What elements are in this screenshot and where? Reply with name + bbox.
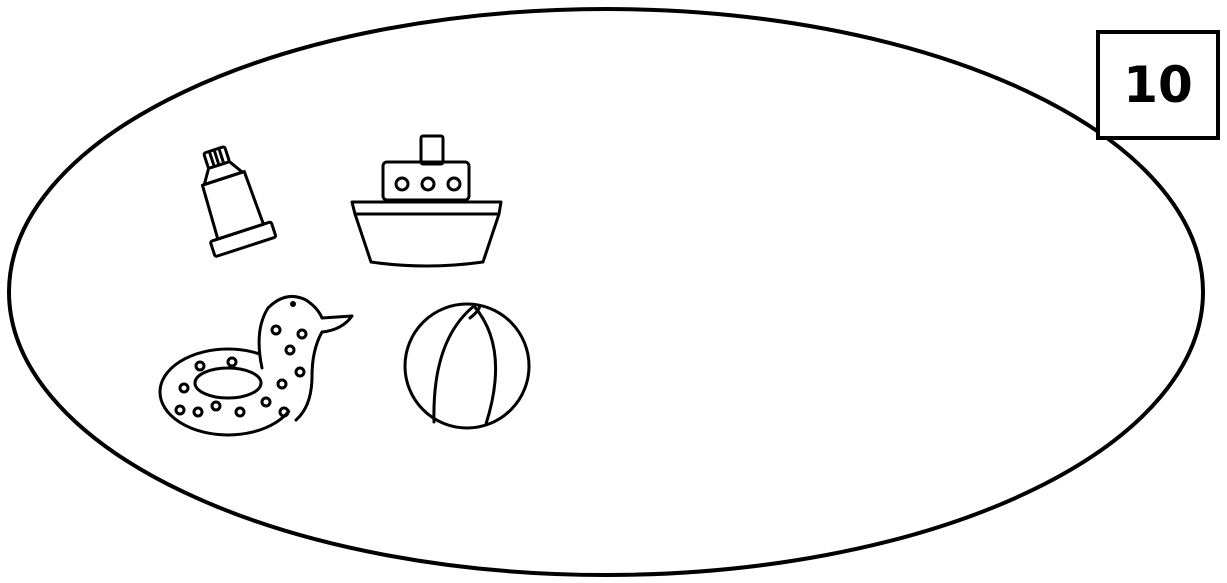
beach-ball-icon: [403, 302, 531, 430]
set-oval: [7, 7, 1205, 577]
number-box: 10: [1096, 30, 1220, 140]
sunscreen-bottle-icon: [200, 145, 278, 258]
toy-boat-icon: [350, 134, 503, 268]
duck-float-ring-icon: [158, 294, 354, 437]
number-label: 10: [1123, 56, 1193, 114]
